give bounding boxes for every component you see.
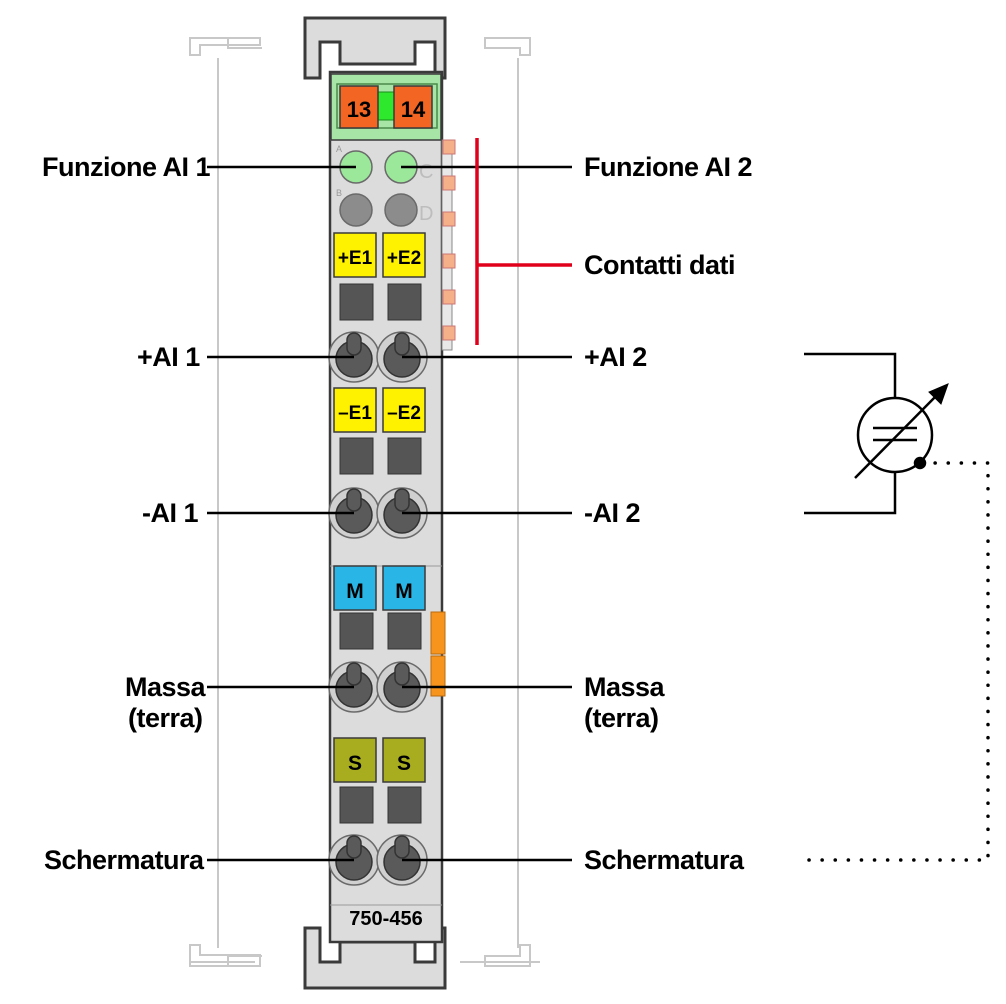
release-button-2d[interactable] bbox=[387, 786, 422, 824]
led-number-14 bbox=[393, 85, 433, 129]
label-massa-right: Massa bbox=[584, 672, 665, 702]
svg-text:M: M bbox=[395, 580, 413, 603]
svg-text:+E1: +E1 bbox=[338, 248, 373, 269]
tag-minus-e2 bbox=[382, 387, 426, 433]
tag-m-1 bbox=[333, 565, 377, 611]
svg-text:–E2: –E2 bbox=[387, 403, 421, 424]
label-minus-ai1: -AI 1 bbox=[142, 498, 199, 528]
release-button-2c[interactable] bbox=[387, 612, 422, 650]
led-letter-d: D bbox=[419, 203, 433, 225]
release-button-1b[interactable] bbox=[339, 437, 374, 475]
label-schermatura-right: Schermatura bbox=[584, 845, 744, 875]
svg-text:–E1: –E1 bbox=[338, 403, 372, 424]
tag-minus-e1 bbox=[333, 387, 377, 433]
label-massa-left: Massa bbox=[125, 672, 206, 702]
release-button-1c[interactable] bbox=[339, 612, 374, 650]
led-letter-c: C bbox=[419, 161, 433, 183]
terminal-block-pos: +E1 +E2 bbox=[333, 232, 426, 321]
led-letter-a: A bbox=[336, 144, 342, 154]
top-mounting-clip bbox=[303, 16, 447, 80]
led-d bbox=[384, 193, 418, 227]
tag-m-2 bbox=[382, 565, 426, 611]
part-number: 750-456 bbox=[349, 908, 422, 930]
svg-text:M: M bbox=[346, 580, 364, 603]
tag-plus-e2 bbox=[382, 232, 426, 278]
terminal-block-mass: M M bbox=[333, 565, 426, 650]
label-funzione-ai2: Funzione AI 2 bbox=[584, 152, 753, 182]
tag-plus-e1 bbox=[333, 232, 377, 278]
label-terra-left: (terra) bbox=[128, 703, 203, 733]
data-contacts-bracket bbox=[475, 138, 572, 345]
release-button-1d[interactable] bbox=[339, 786, 374, 824]
svg-text:S: S bbox=[348, 752, 362, 775]
status-leds: A B C D bbox=[336, 144, 433, 227]
terminal-block-shield: S S bbox=[333, 737, 426, 824]
led-number-13 bbox=[339, 85, 379, 129]
tag-s-1 bbox=[333, 737, 377, 783]
tag-s-2 bbox=[382, 737, 426, 783]
label-plus-ai2: +AI 2 bbox=[584, 342, 647, 372]
svg-text:S: S bbox=[397, 752, 411, 775]
data-contact-strip bbox=[441, 139, 456, 351]
label-schermatura-left: Schermatura bbox=[44, 845, 204, 875]
release-button-2a[interactable] bbox=[387, 283, 422, 321]
din-rail-outline bbox=[189, 37, 540, 967]
sensor-symbol-icon bbox=[804, 352, 949, 515]
label-terra-right: (terra) bbox=[584, 703, 659, 733]
shield-dotted-line bbox=[806, 461, 990, 862]
led-letter-b: B bbox=[336, 188, 342, 198]
led-header: 13 14 bbox=[330, 73, 442, 141]
label-plus-ai1: +AI 1 bbox=[137, 342, 200, 372]
label-funzione-ai1: Funzione AI 1 bbox=[42, 152, 211, 182]
svg-text:13: 13 bbox=[347, 97, 371, 122]
svg-text:+E2: +E2 bbox=[387, 248, 421, 269]
terminal-block-neg: –E1 –E2 bbox=[333, 387, 426, 475]
power-jumper-contacts bbox=[430, 611, 446, 697]
release-button-1a[interactable] bbox=[339, 283, 374, 321]
leader-lines bbox=[207, 165, 572, 862]
label-minus-ai2: -AI 2 bbox=[584, 498, 641, 528]
led-b bbox=[339, 193, 373, 227]
release-button-2b[interactable] bbox=[387, 437, 422, 475]
label-contatti-dati: Contatti dati bbox=[584, 250, 735, 280]
svg-text:14: 14 bbox=[401, 97, 426, 122]
